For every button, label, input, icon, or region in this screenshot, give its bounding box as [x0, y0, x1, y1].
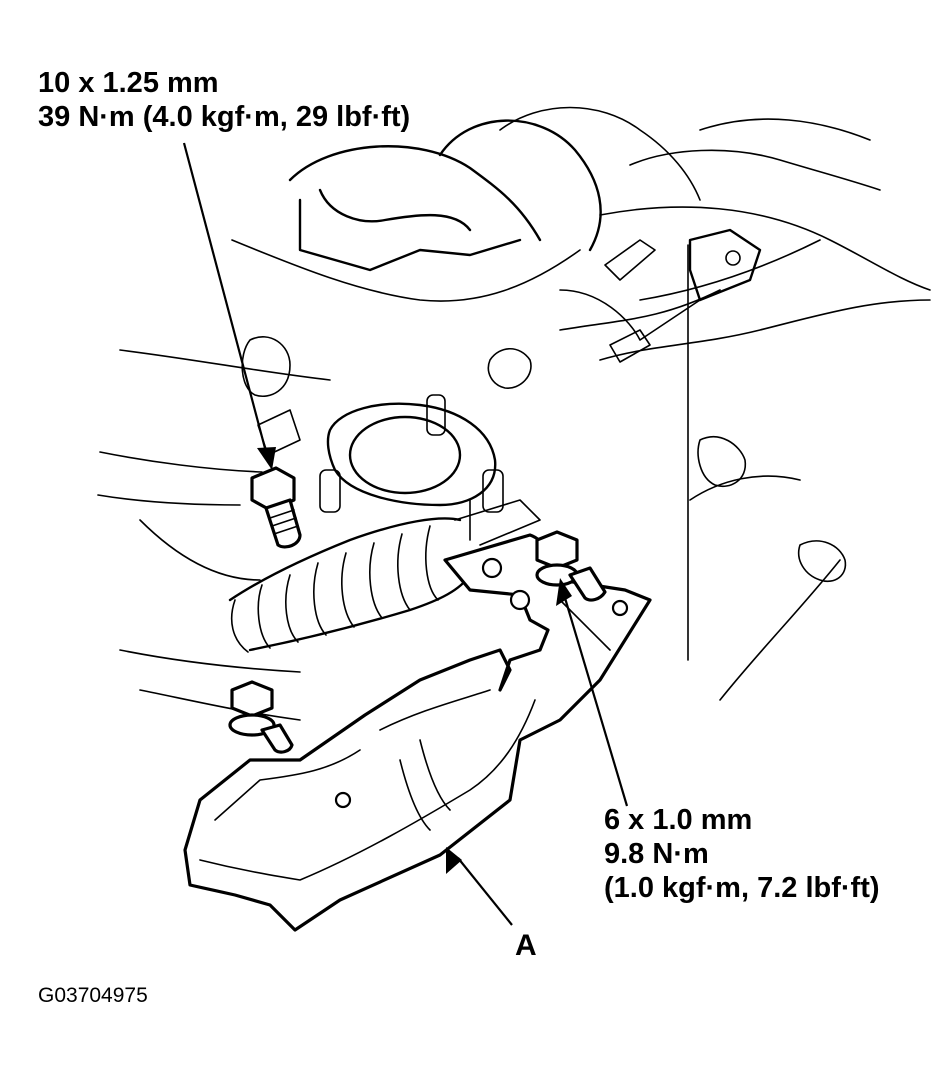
- torque-spec-alt-label: (1.0 kgf·m, 7.2 lbf·ft): [604, 872, 880, 905]
- bolt-6x1-0-right: [535, 530, 607, 602]
- leader-lines: [182, 142, 629, 926]
- bolt-size-label: 10 x 1.25 mm: [38, 67, 219, 99]
- torque-spec-label: 9.8 N·m: [604, 838, 709, 871]
- part-label-a: A: [515, 929, 537, 962]
- torque-callout-main-bolt: 10 x 1.25 mm 39 N·m (4.0 kgf·m, 29 lbf·f…: [38, 66, 410, 134]
- bolt-6x1-0-left: [228, 680, 294, 754]
- figure-id: G03704975: [38, 984, 148, 1007]
- bolt-10x1-25: [250, 466, 302, 549]
- torque-callout-shield-bolts: 6 x 1.0 mm 9.8 N·m (1.0 kgf·m, 7.2 lbf·f…: [604, 803, 880, 906]
- bolt-size-label: 6 x 1.0 mm: [604, 804, 753, 836]
- steering-boot: [228, 517, 472, 653]
- chassis-linework: [97, 106, 931, 721]
- torque-spec-label: 39 N·m (4.0 kgf·m, 29 lbf·ft): [38, 101, 411, 134]
